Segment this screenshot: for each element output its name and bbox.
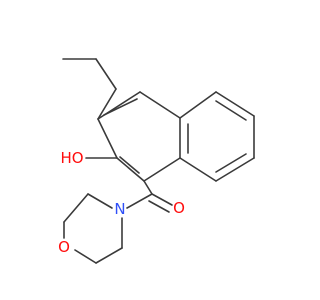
carbonyl-oxygen-label: O <box>173 199 185 217</box>
morpholine-nitrogen-label: N <box>114 200 125 218</box>
bond-c5-c6-inner <box>215 100 247 121</box>
bond-c-n <box>87 193 113 209</box>
bond-c8a-c1 <box>143 157 181 182</box>
bond-c7-c8 <box>215 157 255 182</box>
bond-c4a-c5 <box>179 91 217 119</box>
bond-c-o <box>74 249 97 264</box>
bond-c1-c2-inner <box>119 156 140 174</box>
bond-c-right-c <box>95 247 123 264</box>
morpholine-oxygen-label: O <box>58 238 70 256</box>
bond-c2-c3 <box>97 118 118 159</box>
hydroxyl-label: HO <box>60 149 83 167</box>
bond-carbonyl-o-double-2 <box>148 200 170 213</box>
bond-propyl-ring <box>97 88 117 120</box>
bond-c-left-c <box>63 193 89 223</box>
atom-label-layer: HO O N O <box>58 149 185 256</box>
bond-c3-c4-inner <box>103 98 138 116</box>
molecule-structure-diagram: HO O N O <box>58 58 255 264</box>
bond-carbonyl-n <box>126 193 153 209</box>
bond-layer <box>62 58 255 264</box>
bond-c1-carbonyl <box>143 180 153 195</box>
bond-carbonyl-o-double-1 <box>151 193 173 206</box>
bond-propyl-ch2-ch2 <box>95 58 117 90</box>
bond-c4-c4a <box>139 91 181 119</box>
bond-c1-c2 <box>116 157 145 182</box>
bond-c5-c6 <box>215 91 255 117</box>
bond-c7-c8-inner <box>215 153 247 173</box>
bond-c8-c8a <box>179 157 217 182</box>
